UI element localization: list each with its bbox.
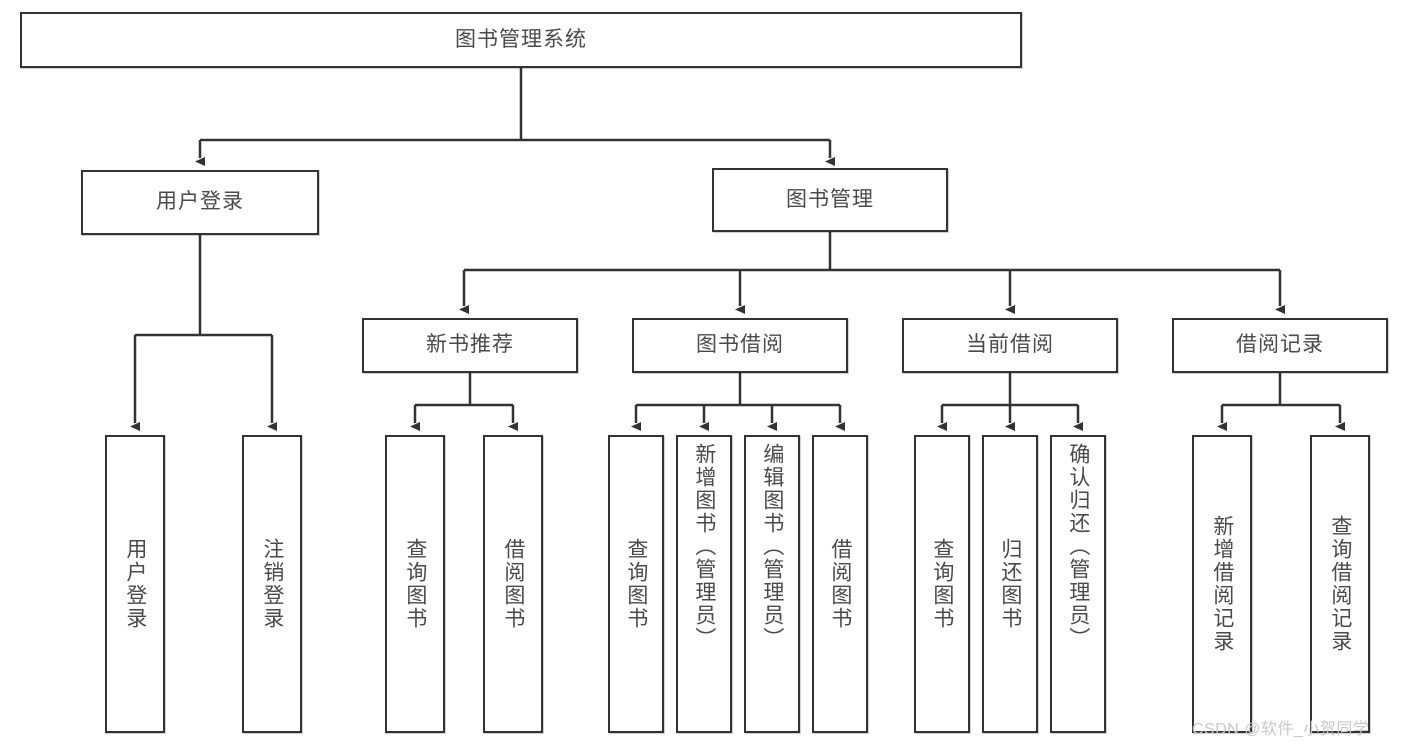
node-label: 查询图书 xyxy=(930,538,954,630)
leaf-query-book-1[interactable]: 查询图书 xyxy=(385,435,445,733)
leaf-confirm-return[interactable]: 确认归还（管理员） xyxy=(1050,435,1106,733)
node-current-borrow[interactable]: 当前借阅 xyxy=(902,318,1118,373)
node-label: 查询借阅记录 xyxy=(1328,515,1352,653)
node-label: 当前借阅 xyxy=(966,333,1054,357)
node-label: 图书管理 xyxy=(786,187,874,211)
node-label: 用户登录 xyxy=(156,190,244,214)
node-book-borrow[interactable]: 图书借阅 xyxy=(632,318,848,373)
node-label: 新增借阅记录 xyxy=(1210,515,1234,653)
node-label: 确认归还（管理员） xyxy=(1066,443,1090,650)
leaf-query-book-3[interactable]: 查询图书 xyxy=(914,435,970,733)
node-label: 查询图书 xyxy=(403,538,427,630)
leaf-user-login[interactable]: 用户登录 xyxy=(105,435,165,733)
leaf-return-book[interactable]: 归还图书 xyxy=(982,435,1038,733)
node-borrow-record[interactable]: 借阅记录 xyxy=(1172,318,1388,373)
node-label: 新书推荐 xyxy=(426,333,514,357)
node-label: 图书借阅 xyxy=(696,333,784,357)
leaf-borrow-book-2[interactable]: 借阅图书 xyxy=(812,435,868,733)
node-label: 用户登录 xyxy=(123,538,147,630)
node-new-book-recommend[interactable]: 新书推荐 xyxy=(362,318,578,373)
node-label: 新增图书（管理员） xyxy=(692,443,716,650)
node-label: 借阅图书 xyxy=(828,538,852,630)
csdn-watermark: CSDN @软件_小贺同学 xyxy=(1192,721,1370,738)
leaf-borrow-book-1[interactable]: 借阅图书 xyxy=(483,435,543,733)
leaf-query-book-2[interactable]: 查询图书 xyxy=(608,435,664,733)
node-label: 编辑图书（管理员） xyxy=(760,443,784,650)
node-book-management[interactable]: 图书管理 xyxy=(712,168,948,232)
node-label: 归还图书 xyxy=(998,538,1022,630)
node-label: 查询图书 xyxy=(624,538,648,630)
node-label: 借阅图书 xyxy=(501,538,525,630)
leaf-add-borrow-record[interactable]: 新增借阅记录 xyxy=(1192,435,1252,733)
node-root-system[interactable]: 图书管理系统 xyxy=(20,12,1022,68)
node-user-login[interactable]: 用户登录 xyxy=(81,170,319,235)
leaf-edit-book[interactable]: 编辑图书（管理员） xyxy=(744,435,800,733)
node-label: 图书管理系统 xyxy=(455,27,587,51)
node-label: 借阅记录 xyxy=(1236,333,1324,357)
leaf-logout-login[interactable]: 注销登录 xyxy=(242,435,302,733)
leaf-query-borrow-record[interactable]: 查询借阅记录 xyxy=(1310,435,1370,733)
leaf-add-book[interactable]: 新增图书（管理员） xyxy=(676,435,732,733)
node-label: 注销登录 xyxy=(260,538,284,630)
